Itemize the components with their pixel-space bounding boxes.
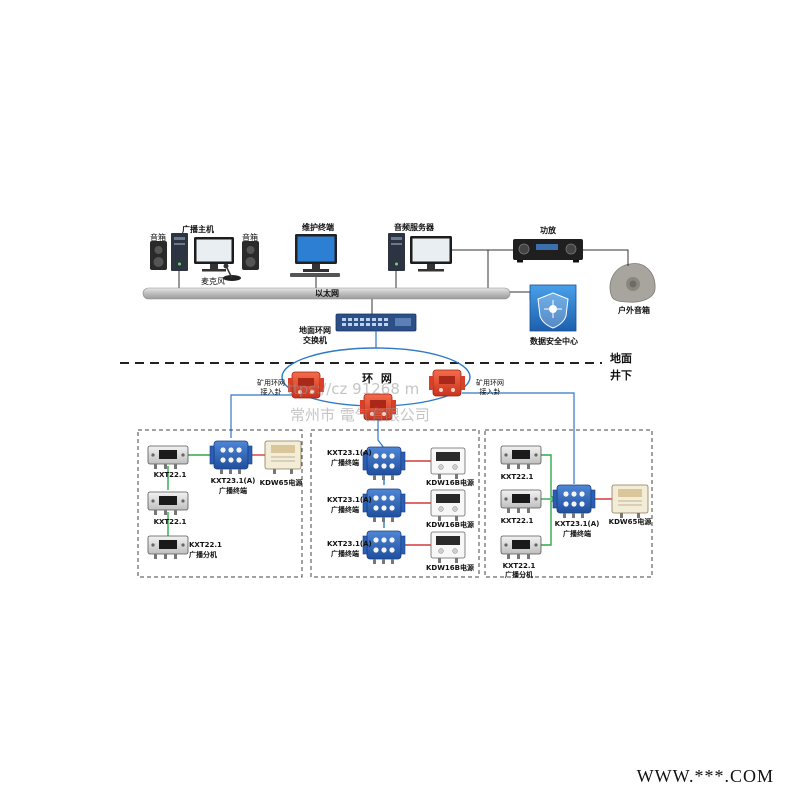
left-kxt22-a — [147, 445, 189, 470]
ethernet-bus-bar — [142, 287, 511, 300]
middle-kdw16b-power-2 — [430, 489, 466, 522]
ring-network-title: 环 网 — [362, 372, 394, 385]
right-power-label: KDW65电源 — [608, 518, 652, 526]
ring-to-group-links — [230, 392, 575, 484]
middle-broadcast-terminal-2 — [362, 488, 406, 523]
outdoor-speaker-label: 户外音箱 — [618, 306, 650, 315]
right-access-label-line1: 矿用环网 — [476, 379, 504, 387]
right-kxt22-a — [500, 445, 542, 470]
outdoor-speaker-icon — [609, 263, 656, 303]
middle-power3-label: KDW16B电源 — [425, 564, 475, 572]
ring-node-right — [428, 369, 466, 397]
microphone-icon — [223, 263, 241, 281]
watermark-url: ttps://cz 91268 m — [287, 380, 420, 398]
speaker-right-label: 音箱 — [242, 233, 258, 242]
audio-server-monitor-icon — [410, 236, 452, 272]
right-group-frame — [484, 429, 653, 578]
middle-terminal2-label-line2: 广播终端 — [331, 506, 359, 514]
broadcast-host-tower-icon — [171, 233, 188, 271]
ring-switch-label-line2: 交换机 — [303, 336, 327, 345]
right-access-label-line2: 接入卦 — [479, 388, 501, 396]
left-kxt22-c-label-line2: 广播分机 — [189, 551, 217, 559]
left-broadcast-terminal — [209, 440, 253, 475]
middle-terminal3-label-line1: KXT23.1(A) — [327, 540, 372, 548]
left-kxt22-b-label: KXT22.1 — [153, 518, 187, 526]
left-group-links — [167, 454, 265, 536]
surface-links — [178, 249, 629, 315]
amplifier-label: 功放 — [540, 226, 556, 235]
maintenance-terminal-icon — [290, 234, 340, 277]
speaker-left-label: 音箱 — [150, 233, 166, 242]
shield-icon — [529, 284, 577, 332]
amplifier-icon — [513, 239, 583, 263]
ethernet-label: 以太网 — [315, 289, 339, 298]
speaker-right-icon — [242, 241, 259, 270]
right-kxt22-a-label: KXT22.1 — [500, 473, 534, 481]
footer-site-text: WWW.***.COM — [636, 766, 774, 786]
middle-terminal1-label-line2: 广播终端 — [331, 459, 359, 467]
middle-power1-label: KDW16B电源 — [425, 479, 475, 487]
ring-switch-icon — [335, 313, 417, 332]
audio-server-tower-icon — [388, 233, 405, 271]
right-kxt22-c-label-line2: 广播分机 — [505, 571, 533, 579]
left-terminal-label-line1: KXT23.1(A) — [210, 477, 256, 485]
watermark-company: 常州市 電气有限公司 — [290, 406, 430, 424]
middle-terminal3-label-line2: 广播终端 — [331, 550, 359, 558]
middle-kdw16b-power-3 — [430, 531, 466, 564]
right-kxt22-b — [500, 489, 542, 514]
left-kxt22-b — [147, 491, 189, 516]
left-access-label-line1: 矿用环网 — [257, 379, 285, 387]
right-kxt22-c — [500, 535, 542, 560]
underground-zone-label: 井下 — [610, 369, 632, 382]
microphone-label: 麦克风 — [201, 277, 225, 286]
right-terminal-label-line2: 广播终端 — [563, 530, 591, 538]
left-group-frame — [137, 429, 303, 578]
right-kdw65-power — [611, 484, 649, 519]
right-broadcast-terminal — [552, 484, 596, 519]
right-kxt22-c-label-line1: KXT22.1 — [502, 562, 536, 570]
surface-zone-label: 地面 — [610, 352, 632, 365]
middle-power2-label: KDW16B电源 — [425, 521, 475, 529]
left-terminal-label-line2: 广播终端 — [219, 487, 247, 495]
ring-switch-label-line1: 地面环网 — [299, 326, 331, 335]
left-kdw65-power — [264, 440, 302, 475]
broadcast-host-monitor-icon — [194, 237, 234, 272]
broadcast-host-label: 广播主机 — [182, 225, 214, 234]
speaker-left-icon — [150, 241, 167, 270]
maintenance-terminal-label: 维护终端 — [302, 223, 334, 232]
middle-group-links — [383, 460, 432, 546]
middle-group-frame — [310, 429, 480, 578]
middle-terminal2-label-line1: KXT23.1(A) — [327, 496, 372, 504]
right-group-links — [541, 454, 612, 546]
right-terminal-label-line1: KXT23.1(A) — [554, 520, 600, 528]
audio-server-label: 音频服务器 — [394, 223, 434, 232]
left-kxt22-a-label: KXT22.1 — [153, 471, 187, 479]
right-kxt22-b-label: KXT22.1 — [500, 517, 534, 525]
left-access-label-line2: 接入卦 — [260, 388, 282, 396]
middle-terminal1-label-line1: KXT23.1(A) — [327, 449, 372, 457]
left-kxt22-c — [147, 535, 189, 560]
left-kxt22-c-label-line1: KXT22.1 — [189, 541, 222, 549]
data-security-center-label: 数据安全中心 — [530, 337, 578, 346]
middle-kdw16b-power-1 — [430, 447, 466, 480]
left-power-label: KDW65电源 — [259, 479, 303, 487]
